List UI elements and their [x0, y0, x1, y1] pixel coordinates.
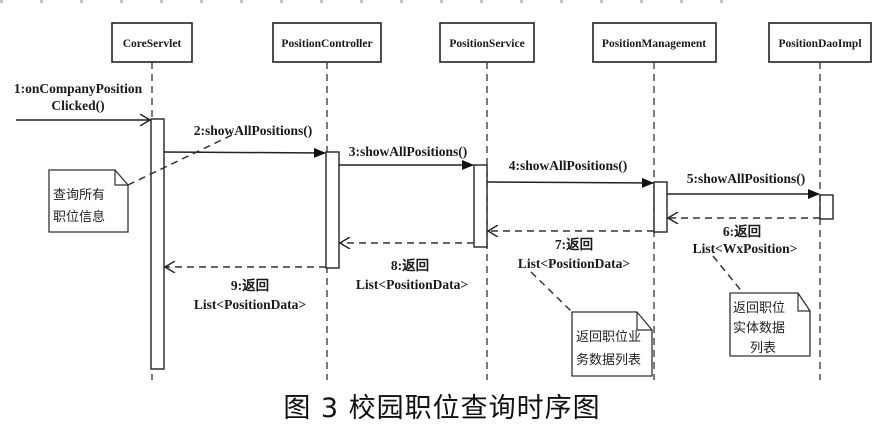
message-5: 5:showAllPositions() [667, 171, 820, 199]
note-text: 职位信息 [53, 209, 105, 225]
note-text: 务数据列表 [576, 352, 641, 368]
message-label: 5:showAllPositions() [687, 171, 806, 186]
lifeline-positionservice: PositionService [439, 22, 535, 380]
message-label: 3:showAllPositions() [349, 144, 468, 159]
lifeline-label: PositionController [281, 38, 372, 50]
message-label: 4:showAllPositions() [509, 158, 628, 173]
activation-bar-coreservlet [150, 118, 165, 370]
note-text: 返回职位业 [576, 330, 641, 345]
note-shape [571, 311, 653, 377]
message-7-return: 7:返回 List<PositionData> [488, 231, 654, 271]
figure-caption: 图 3 校园职位查询时序图 [283, 393, 601, 424]
activation-bar-positioncontroller [325, 151, 340, 269]
message-3: 3:showAllPositions() [339, 144, 474, 170]
note-shape [729, 292, 811, 357]
note-text: 返回职位 [733, 301, 785, 316]
message-label: List<PositionData> [356, 277, 468, 292]
note-text: 列表 [750, 341, 776, 356]
cropped-text-remnant [0, 0, 740, 3]
lifeline-label: PositionDaoImpl [778, 38, 861, 50]
message-8-return: 8:返回 List<PositionData> [340, 243, 474, 292]
lifeline-coreservlet: CoreServlet [111, 22, 193, 380]
message-label: 2:showAllPositions() [194, 123, 313, 138]
message-label: List<WxPosition> [693, 241, 798, 256]
lifeline-label: CoreServlet [123, 38, 182, 50]
lifeline-positiondaoimpl: PositionDaoImpl [768, 22, 872, 380]
note-entity-data-list: 返回职位 实体数据 列表 [712, 255, 811, 357]
message-label: 7:返回 [555, 237, 593, 252]
activation-bar-positiondaoimpl [819, 194, 834, 220]
lifeline-label: PositionService [449, 38, 524, 50]
message-2: 2:showAllPositions() [163, 123, 326, 158]
note-text: 实体数据 [733, 321, 785, 336]
note-query-all-positions: 查询所有 职位信息 [48, 134, 233, 233]
note-business-data-list: 返回职位业 务数据列表 [530, 271, 653, 377]
note-connector [530, 271, 572, 312]
note-connector [712, 255, 744, 294]
message-label: List<PositionData> [194, 297, 306, 312]
message-label: List<PositionData> [518, 256, 630, 271]
message-1: 1:onCompanyPosition Clicked() [14, 81, 150, 120]
activation-bar-positionservice [473, 164, 488, 248]
message-label: Clicked() [51, 98, 104, 113]
activation-bar-positionmanagement [653, 181, 668, 233]
message-label: 8:返回 [391, 258, 429, 273]
lifeline-label: PositionManagement [602, 38, 706, 50]
note-connector [127, 134, 233, 186]
message-9-return: 9:返回 List<PositionData> [165, 267, 326, 312]
note-text: 查询所有 [53, 188, 105, 203]
message-label: 6:返回 [723, 224, 761, 239]
note-shape [48, 169, 129, 233]
sequence-diagram: CoreServlet PositionController PositionS… [14, 22, 872, 380]
message-label: 9:返回 [231, 278, 269, 293]
message-6-return: 6:返回 List<WxPosition> [668, 218, 820, 256]
message-4: 4:showAllPositions() [486, 158, 654, 188]
message-label: 1:onCompanyPosition [14, 81, 143, 96]
lifeline-positionmanagement: PositionManagement [592, 22, 717, 380]
